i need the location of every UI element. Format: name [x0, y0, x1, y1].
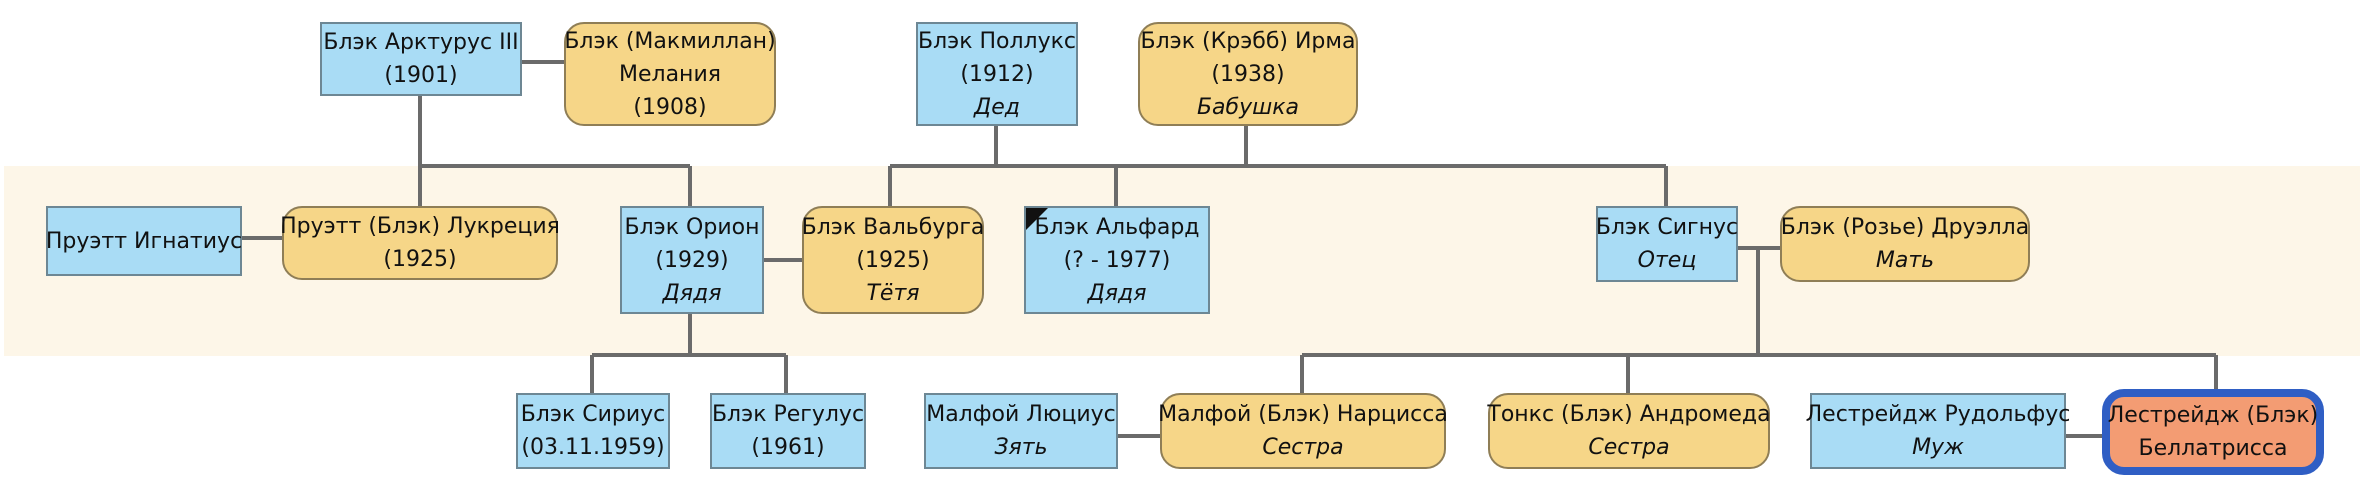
person-name: Лестрейдж Рудольфус — [1805, 402, 2071, 427]
person-relation: Дядя — [1087, 280, 1147, 306]
person-lucius[interactable]: Малфой Люциус Зять — [924, 393, 1118, 469]
person-name: Блэк Поллукс — [917, 28, 1077, 54]
person-year: (? - 1977) — [1063, 247, 1171, 273]
person-andromeda[interactable]: Тонкс (Блэк) Андромеда Сестра — [1487, 393, 1771, 469]
person-year: (1912) — [960, 61, 1034, 87]
person-name: Блэк Вальбурга — [801, 214, 985, 240]
person-name: Блэк Сириус — [520, 402, 666, 427]
person-year: (1901) — [384, 63, 458, 88]
person-name: Лестрейдж (Блэк) — [2107, 403, 2319, 428]
person-name: Блэк Регулус — [711, 402, 865, 427]
person-irma[interactable]: Блэк (Крэбб) Ирма (1938) Бабушка — [1138, 22, 1358, 126]
person-name: Блэк Арктурус III — [323, 30, 519, 55]
person-regulus[interactable]: Блэк Регулус (1961) — [710, 393, 866, 469]
person-name: Блэк (Розье) Друэлла — [1780, 215, 2030, 240]
person-name: Блэк Сигнус — [1595, 215, 1739, 240]
person-cygnus[interactable]: Блэк Сигнус Отец — [1596, 206, 1738, 282]
person-rodolphus[interactable]: Лестрейдж Рудольфус Муж — [1806, 393, 2070, 469]
person-name: Блэк (Макмиллан) — [564, 28, 776, 54]
person-relation: Дядя — [662, 280, 722, 306]
person-relation: Мать — [1875, 248, 1935, 273]
person-name: Тонкс (Блэк) Андромеда — [1487, 402, 1771, 427]
person-year: (03.11.1959) — [521, 435, 665, 460]
person-name: Блэк Орион — [624, 214, 760, 240]
person-name: Малфой Люциус — [926, 402, 1116, 427]
person-ignatius[interactable]: Пруэтт Игнатиус — [46, 206, 242, 276]
person-relation: Бабушка — [1196, 94, 1300, 120]
person-walburga[interactable]: Блэк Вальбурга (1925) Тётя — [802, 206, 984, 314]
person-year: (1925) — [856, 247, 930, 273]
person-year: (1961) — [751, 435, 825, 460]
person-lucretia[interactable]: Пруэтт (Блэк) Лукреция (1925) — [280, 206, 560, 280]
person-relation: Сестра — [1588, 435, 1670, 460]
person-relation: Тётя — [866, 280, 920, 306]
person-relation: Муж — [1912, 435, 1964, 460]
person-name: Пруэтт Игнатиус — [45, 228, 243, 254]
person-sirius[interactable]: Блэк Сириус (03.11.1959) — [516, 393, 670, 469]
mourning-ribbon-icon — [1026, 208, 1048, 230]
person-melania[interactable]: Блэк (Макмиллан) Мелания (1908) — [564, 22, 776, 126]
person-year: (1925) — [383, 247, 457, 272]
person-bellatrix[interactable]: Лестрейдж (Блэк) Беллатрисса — [2102, 389, 2324, 475]
person-year: (1938) — [1211, 61, 1285, 87]
person-pollux[interactable]: Блэк Поллукс (1912) Дед — [916, 22, 1078, 126]
person-narcissa[interactable]: Малфой (Блэк) Нарцисса Сестра — [1158, 393, 1448, 469]
person-name-line2: Беллатрисса — [2138, 436, 2288, 461]
person-alphard[interactable]: Блэк Альфард (? - 1977) Дядя — [1024, 206, 1210, 314]
person-orion[interactable]: Блэк Орион (1929) Дядя — [620, 206, 764, 314]
person-name-line2: Мелания — [619, 61, 721, 87]
person-relation: Зять — [994, 435, 1048, 460]
person-relation: Дед — [974, 94, 1020, 120]
person-name: Блэк Альфард — [1034, 214, 1200, 240]
person-relation: Отец — [1637, 248, 1697, 273]
person-name: Малфой (Блэк) Нарцисса — [1158, 402, 1448, 427]
person-arcturus[interactable]: Блэк Арктурус III (1901) — [320, 22, 522, 96]
person-name: Пруэтт (Блэк) Лукреция — [280, 214, 560, 239]
person-name: Блэк (Крэбб) Ирма — [1140, 28, 1356, 54]
person-druella[interactable]: Блэк (Розье) Друэлла Мать — [1780, 206, 2030, 282]
person-year: (1929) — [655, 247, 729, 273]
person-year: (1908) — [633, 94, 707, 120]
person-relation: Сестра — [1262, 435, 1344, 460]
